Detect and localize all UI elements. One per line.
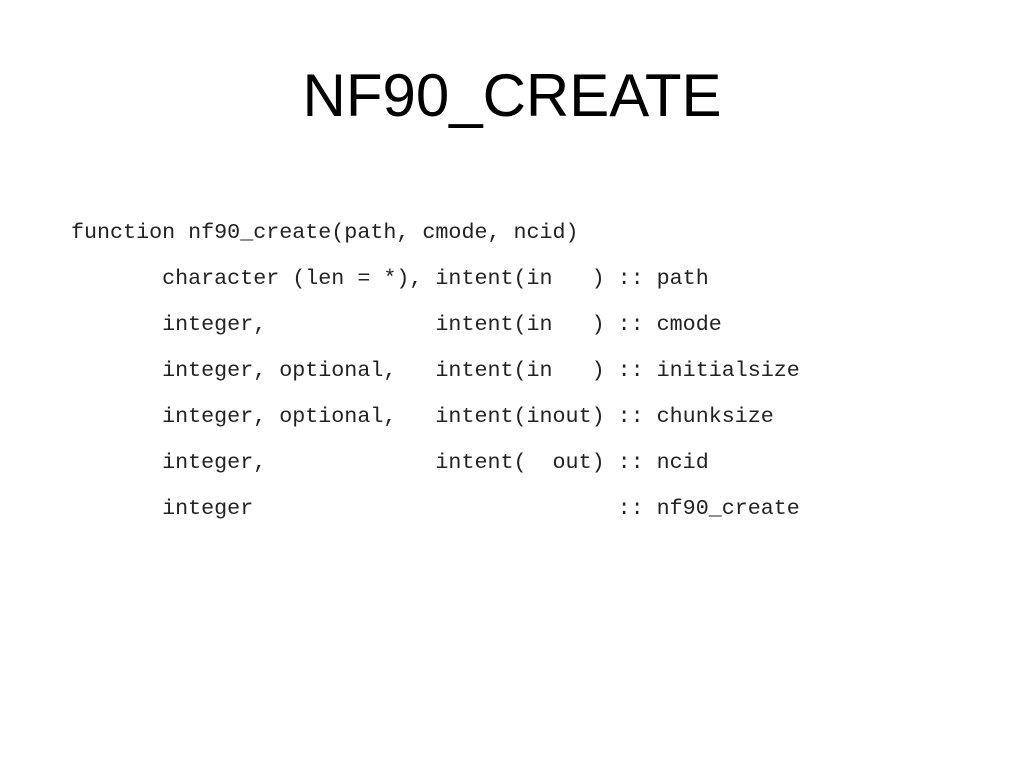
code-line-initialsize-declaration: integer, optional, intent(in ) :: initia… [71, 358, 800, 383]
code-line-cmode-declaration: integer, intent(in ) :: cmode [71, 312, 722, 337]
code-line-ncid-declaration: integer, intent( out) :: ncid [71, 450, 709, 475]
code-block: function nf90_create(path, cmode, ncid) … [71, 210, 800, 532]
code-line-function-signature: function nf90_create(path, cmode, ncid) [71, 220, 579, 245]
code-line-path-declaration: character (len = *), intent(in ) :: path [71, 266, 709, 291]
slide-title: NF90_CREATE [302, 62, 722, 129]
code-line-chunksize-declaration: integer, optional, intent(inout) :: chun… [71, 404, 774, 429]
code-line-return-declaration: integer :: nf90_create [71, 496, 800, 521]
